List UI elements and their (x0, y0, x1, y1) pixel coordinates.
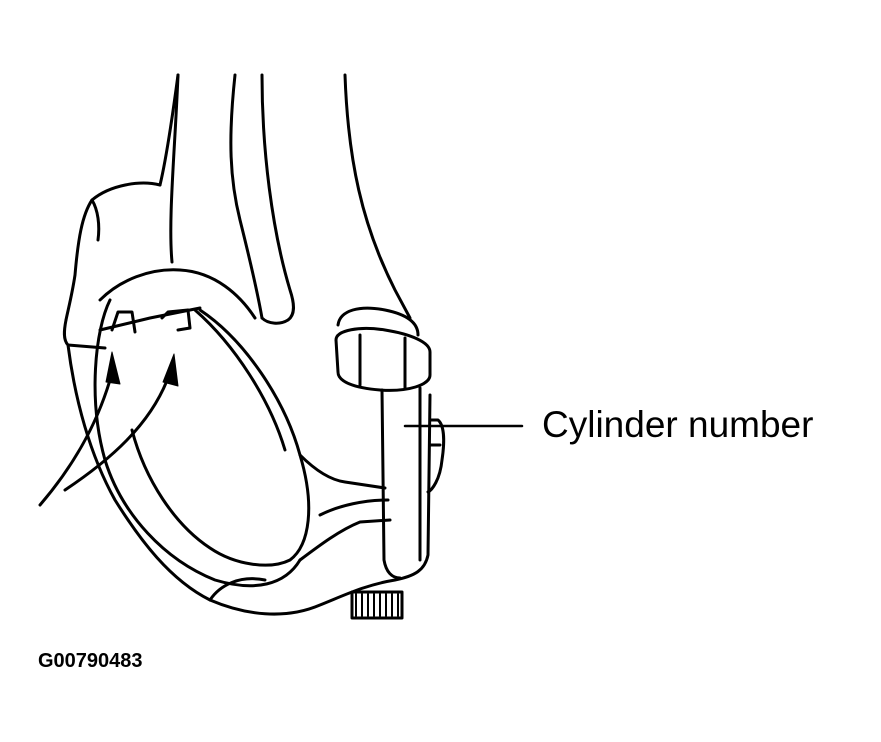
rod-cap (66, 343, 432, 616)
bore-inner-ring (130, 308, 311, 567)
bolt-shank-left (380, 388, 402, 580)
arrow-curve-1 (38, 378, 112, 507)
rod-shoulder-left (64, 181, 162, 322)
bore-inner-edge (193, 308, 287, 452)
rod-beam-right-edge (343, 73, 412, 320)
bearing-top-edge (98, 306, 202, 332)
cap-outer-contour (66, 343, 432, 616)
tang-pointer-arrows (38, 351, 179, 507)
bearing-bore (93, 298, 311, 588)
rod-beam-web-right (260, 73, 295, 325)
cap-boss-face (426, 418, 446, 494)
cap-bottom-bulge (208, 577, 267, 602)
rod-shoulder-inner (90, 198, 101, 242)
arrow-head-2 (162, 353, 179, 387)
cap-parting-line-right (298, 453, 387, 490)
rod-big-end-upper (62, 181, 257, 350)
figure-code: G00790483 (38, 650, 143, 672)
rod-bolt (334, 306, 446, 620)
bolt-thread-lines (355, 593, 399, 617)
bolt-head (334, 326, 432, 392)
rod-beam-inner-rib (169, 73, 180, 264)
cap-lower-contour (298, 518, 392, 562)
bolt-thread (350, 590, 404, 620)
arrow-curve-2 (63, 376, 170, 492)
cylinder-number-label: Cylinder number (542, 404, 814, 445)
rod-beam-web-left (229, 73, 264, 320)
bolt-washer (336, 306, 420, 337)
bore-outer-ring (93, 298, 302, 588)
arrow-head-1 (105, 351, 121, 385)
rod-beam (158, 73, 412, 325)
rod-upper-outer-curve (98, 268, 257, 320)
cap-side-flat (318, 498, 390, 517)
